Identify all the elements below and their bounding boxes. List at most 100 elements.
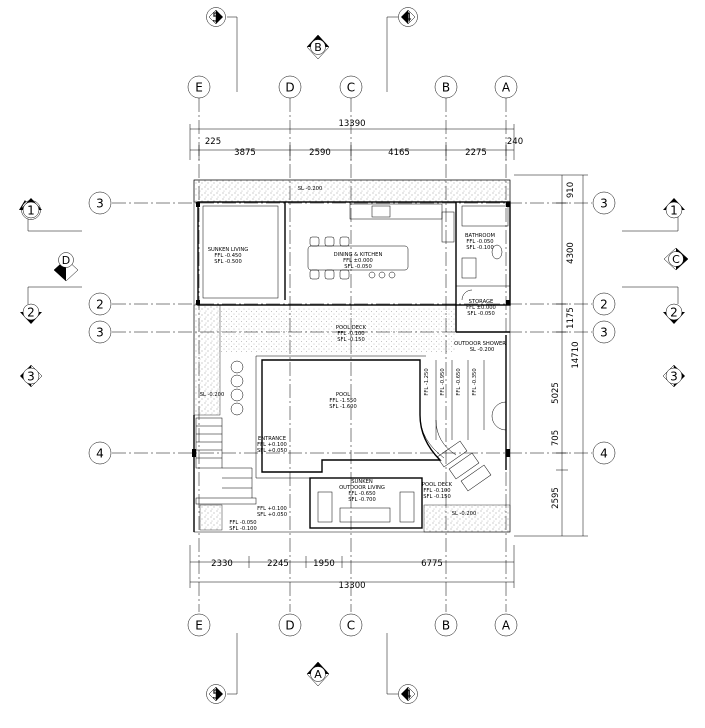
- dimensions-bottom: 13300 2330 2245 1950 6775: [189, 545, 515, 591]
- pool-sfl: SFL -1.600: [329, 404, 357, 410]
- dim-right-overall: 14710: [571, 341, 581, 368]
- left-gravel-strip: [193, 304, 221, 416]
- storage-ffl: FFL ±0.000: [466, 305, 496, 311]
- dim-right-3: 1175: [566, 307, 576, 329]
- entrance-name: ENTRANCE: [258, 436, 286, 442]
- elevation-A-label: A: [314, 668, 322, 681]
- left-strip-sl: SL -0.200: [200, 392, 225, 398]
- entrance-ffl: FFL +0.100: [257, 442, 287, 448]
- grid-label-B-bottom: B: [442, 619, 450, 633]
- sunken-outdoor-sfl: SFL -0.700: [348, 497, 376, 503]
- bottom-left-ffl: FFL -0.050: [229, 520, 256, 526]
- outdoor-shower-sl: SL -0.200: [470, 347, 495, 353]
- dining-chairs: [309, 236, 396, 280]
- elevation-D-label: D: [62, 254, 70, 267]
- pool-deck-bottom-ffl: FFL -0.100: [423, 488, 450, 494]
- grid-bubbles-right: 3 2 3 4: [592, 191, 616, 465]
- grid-label-D-top: D: [285, 81, 294, 95]
- section-1-right-label: 1: [670, 204, 678, 218]
- elevation-C-label: C: [672, 253, 680, 266]
- room-labels: SL -0.200 SUNKEN LIVING FFL -0.450 SFL -…: [200, 186, 507, 532]
- sunken-living-name: SUNKEN LIVING: [208, 247, 249, 253]
- dim-right-4: 5025: [551, 382, 561, 404]
- grid-bubbles-bottom: E D C B A: [187, 613, 518, 637]
- section-marker-2-left: 2: [20, 286, 82, 324]
- pool-ffl: FFL -1.550: [329, 398, 356, 404]
- dim-top-3: 2590: [309, 148, 331, 158]
- grid-label-E-bottom: E: [195, 619, 203, 633]
- grid-row-3a-left: 3: [96, 197, 104, 211]
- dim-right-1: 910: [566, 182, 576, 198]
- elevation-marker-B: B: [306, 34, 330, 60]
- top-strip-sl: SL -0.200: [298, 186, 323, 192]
- grid-bubbles-top: E D C B A: [187, 75, 518, 99]
- dining-kitchen-name: DINING & KITCHEN: [334, 252, 383, 258]
- top-gravel-strip: [193, 179, 511, 203]
- grid-label-D-bottom: D: [285, 619, 294, 633]
- dim-top-1: 225: [205, 137, 221, 147]
- grid-label-A-bottom: A: [502, 619, 511, 633]
- pool-name: POOL: [336, 392, 350, 398]
- bottom-left-gravel: [199, 504, 223, 531]
- bottom-right-gravel: [423, 504, 511, 533]
- dim-right-6: 2595: [551, 487, 561, 509]
- grid-row-4-left: 4: [96, 447, 104, 461]
- section-marker-3-right: 3: [662, 364, 685, 388]
- pool-deck-area: [220, 308, 456, 353]
- pool-step-2: FFL -0.950: [440, 368, 446, 395]
- bathroom-name: BATHROOM: [465, 233, 495, 239]
- section-2-right-label: 2: [670, 306, 678, 320]
- storage-name: STORAGE: [469, 299, 494, 305]
- grid-row-3b-right: 3: [600, 326, 608, 340]
- section-marker-1-left: 1: [19, 198, 82, 232]
- grid-label-E-top: E: [195, 81, 203, 95]
- dim-top-2: 3875: [234, 148, 256, 158]
- section-3-right-label: 3: [670, 370, 678, 384]
- pool-step-1: FFL -1.250: [424, 368, 430, 395]
- section-marker-4-bottom: 4: [386, 633, 418, 704]
- section-4-top-label: 4: [404, 11, 412, 25]
- grid-row-2-right: 2: [600, 298, 608, 312]
- grid-row-3b-left: 3: [96, 326, 104, 340]
- section-5-bottom-label: 5: [212, 688, 220, 702]
- dim-bottom-1: 2330: [211, 559, 233, 569]
- dim-bottom-4: 6775: [421, 559, 443, 569]
- pool-deck-bottom-name: POOL DECK: [422, 482, 453, 488]
- bottom-strip-sl: SL -0.200: [452, 511, 477, 517]
- section-3-left-label: 3: [27, 370, 35, 384]
- elevation-marker-C: C: [663, 247, 689, 271]
- bathroom-sfl: SFL -0.100: [466, 245, 494, 251]
- section-marker-4-top: 4: [386, 7, 418, 92]
- grid-bubbles-left: 3 2 3 4: [88, 191, 112, 465]
- section-marker-3-left: 3: [20, 364, 43, 388]
- section-1-left-label: 1: [27, 204, 35, 218]
- entrance-sfl: SFL +0.050: [257, 448, 287, 454]
- dim-bottom-2: 2245: [267, 559, 289, 569]
- landing-ffl: FFL +0.100: [257, 506, 287, 512]
- section-marker-5-bottom: 5: [206, 633, 238, 704]
- landing-sfl: SFL +0.050: [257, 512, 287, 518]
- pool-deck-top-sfl: SFL -0.150: [337, 337, 365, 343]
- dim-right-2: 4300: [566, 242, 576, 264]
- sunken-living-ffl: FFL -0.450: [214, 253, 241, 259]
- section-4-bottom-label: 4: [404, 688, 412, 702]
- dim-bottom-3: 1950: [313, 559, 335, 569]
- section-2-left-label: 2: [27, 306, 35, 320]
- sunken-outdoor-name-1: SUNKEN: [351, 479, 373, 485]
- grid-lines-vertical: [198, 98, 507, 612]
- dim-top-5: 2275: [465, 148, 487, 158]
- grid-row-2-left: 2: [96, 298, 104, 312]
- sunken-living-sfl: SFL -0.500: [214, 259, 242, 265]
- grid-label-C-top: C: [347, 81, 355, 95]
- site-plan: [192, 179, 511, 533]
- dining-kitchen-ffl: FFL ±0.000: [343, 258, 373, 264]
- outdoor-shower-name: OUTDOOR SHOWER: [454, 341, 506, 347]
- section-5-top-label: 5: [212, 11, 220, 25]
- grid-row-4-right: 4: [600, 447, 608, 461]
- dim-top-overall: 13390: [338, 119, 365, 129]
- grid-label-C-bottom: C: [347, 619, 355, 633]
- pool-deck-top-ffl: FFL -0.100: [337, 331, 364, 337]
- section-marker-1-right: 1: [622, 198, 685, 232]
- section-marker-5-top: 5: [206, 7, 238, 92]
